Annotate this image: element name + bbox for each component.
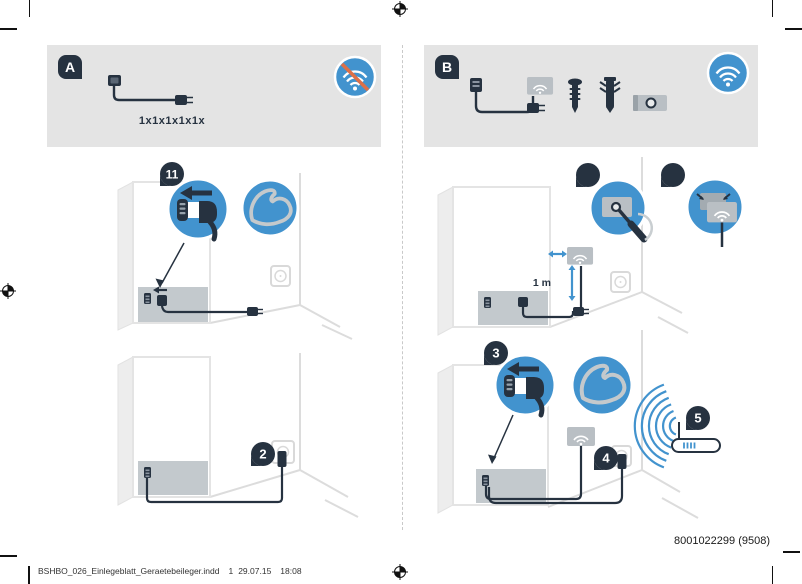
screwdriver xyxy=(627,220,648,243)
panel-b-badge: B xyxy=(435,55,459,79)
loose-plug xyxy=(573,307,589,316)
crop-mark-tr-h xyxy=(785,28,802,30)
cables xyxy=(521,266,583,319)
fold-line xyxy=(402,45,403,530)
step-number: 2 xyxy=(259,447,266,462)
room-corner xyxy=(209,173,353,340)
step-badge-4: 4 xyxy=(594,446,618,470)
pointer-arrowhead xyxy=(155,278,164,288)
wifi-off-icon xyxy=(333,55,377,99)
crop-mark-tl-v xyxy=(28,0,30,17)
turn-arrow xyxy=(637,212,654,242)
diagram-mount-module: 1 m xyxy=(437,157,745,336)
boiler xyxy=(437,186,551,336)
wall-anchor-icon xyxy=(599,77,621,113)
distance-arrow-vertical xyxy=(568,265,576,301)
power-cable xyxy=(487,469,624,505)
step-number: 11 xyxy=(166,168,179,182)
diagram-step2-plug-in: 2 xyxy=(117,353,359,518)
wifi-waves xyxy=(633,383,677,469)
crop-mark-br-h xyxy=(783,551,800,553)
room-corner xyxy=(209,353,359,518)
step-number: 4 xyxy=(602,451,610,466)
footer-date: 29.07.15 xyxy=(238,566,272,576)
quantity-label: 1x1x1x1x1x xyxy=(138,115,206,127)
registration-mark-top xyxy=(391,0,409,18)
footer-page-number: 1 xyxy=(228,566,234,576)
router xyxy=(671,422,721,453)
plug xyxy=(277,451,287,467)
boiler xyxy=(117,356,211,506)
pull-firmly-circle xyxy=(570,353,634,417)
substep-badge-b xyxy=(661,163,685,187)
wall-wifi-module xyxy=(566,426,596,447)
unplug-connector-circle xyxy=(168,179,228,239)
registration-mark-bottom xyxy=(391,563,409,581)
pull-firmly-circle xyxy=(240,178,300,238)
print-footer: BSHBO_026_Einlegeblatt_Geraetebeileger.i… xyxy=(38,566,302,576)
wall-socket-with-plug xyxy=(145,440,295,504)
step-badge-3: 3 xyxy=(484,341,508,365)
wifi-on-icon xyxy=(706,51,750,95)
step-badge-1: 11 xyxy=(160,162,184,186)
module-cover-icon xyxy=(633,95,667,111)
unplug-connector-circle xyxy=(495,355,555,415)
cables xyxy=(484,446,624,505)
distance-label: 1 m xyxy=(533,277,551,289)
power-cable xyxy=(145,467,284,504)
wifi-module-icon xyxy=(526,76,554,96)
part-number: 8001022299 (9508) xyxy=(673,535,770,547)
panel-a-parts: A 1x1x1x1x1x xyxy=(47,45,381,147)
appliance-cable xyxy=(108,75,193,105)
panel-b-parts: B xyxy=(424,45,758,147)
crop-mark-tl-h xyxy=(0,28,17,30)
cover-module-circle xyxy=(685,177,745,247)
crop-mark-br-v xyxy=(771,566,773,584)
substep-badge-a xyxy=(576,163,600,187)
diagram-connect-module: 3 4 5 xyxy=(437,330,721,519)
registration-mark-left xyxy=(0,282,17,300)
screw-icon xyxy=(568,78,582,113)
diagram-step1-unplug: 11 xyxy=(117,162,353,340)
panel-a-badge: A xyxy=(58,55,82,79)
crop-mark-bl-h xyxy=(0,555,17,557)
module-cable-icon xyxy=(470,76,554,114)
distance-arrow-horizontal xyxy=(548,250,567,258)
wall-outlet xyxy=(610,271,631,293)
crop-mark-bl-v xyxy=(28,566,30,584)
wall-outlet xyxy=(270,265,291,287)
step-badge-5: 5 xyxy=(686,406,710,430)
footer-time: 18:08 xyxy=(280,566,302,576)
mounting-parts-icons xyxy=(470,51,750,114)
module-to-boiler-cable xyxy=(484,446,583,501)
step-badge-2: 2 xyxy=(251,442,275,466)
pointer-arrowhead xyxy=(488,454,497,464)
footer-file-name: BSHBO_026_Einlegeblatt_Geraetebeileger.i… xyxy=(38,566,220,576)
step-number: 5 xyxy=(694,411,701,426)
wall-wifi-module xyxy=(566,246,594,266)
wall-socket-with-plug xyxy=(611,445,632,469)
pointer-line xyxy=(493,414,514,459)
screw-module-circle xyxy=(588,178,654,243)
crop-mark-tr-v xyxy=(771,0,773,17)
plug xyxy=(617,454,627,469)
router-leds xyxy=(683,442,696,449)
pointer-line xyxy=(161,242,185,284)
power-cable-icon xyxy=(108,55,377,105)
step-number: 3 xyxy=(492,346,499,361)
power-cable xyxy=(160,305,263,316)
